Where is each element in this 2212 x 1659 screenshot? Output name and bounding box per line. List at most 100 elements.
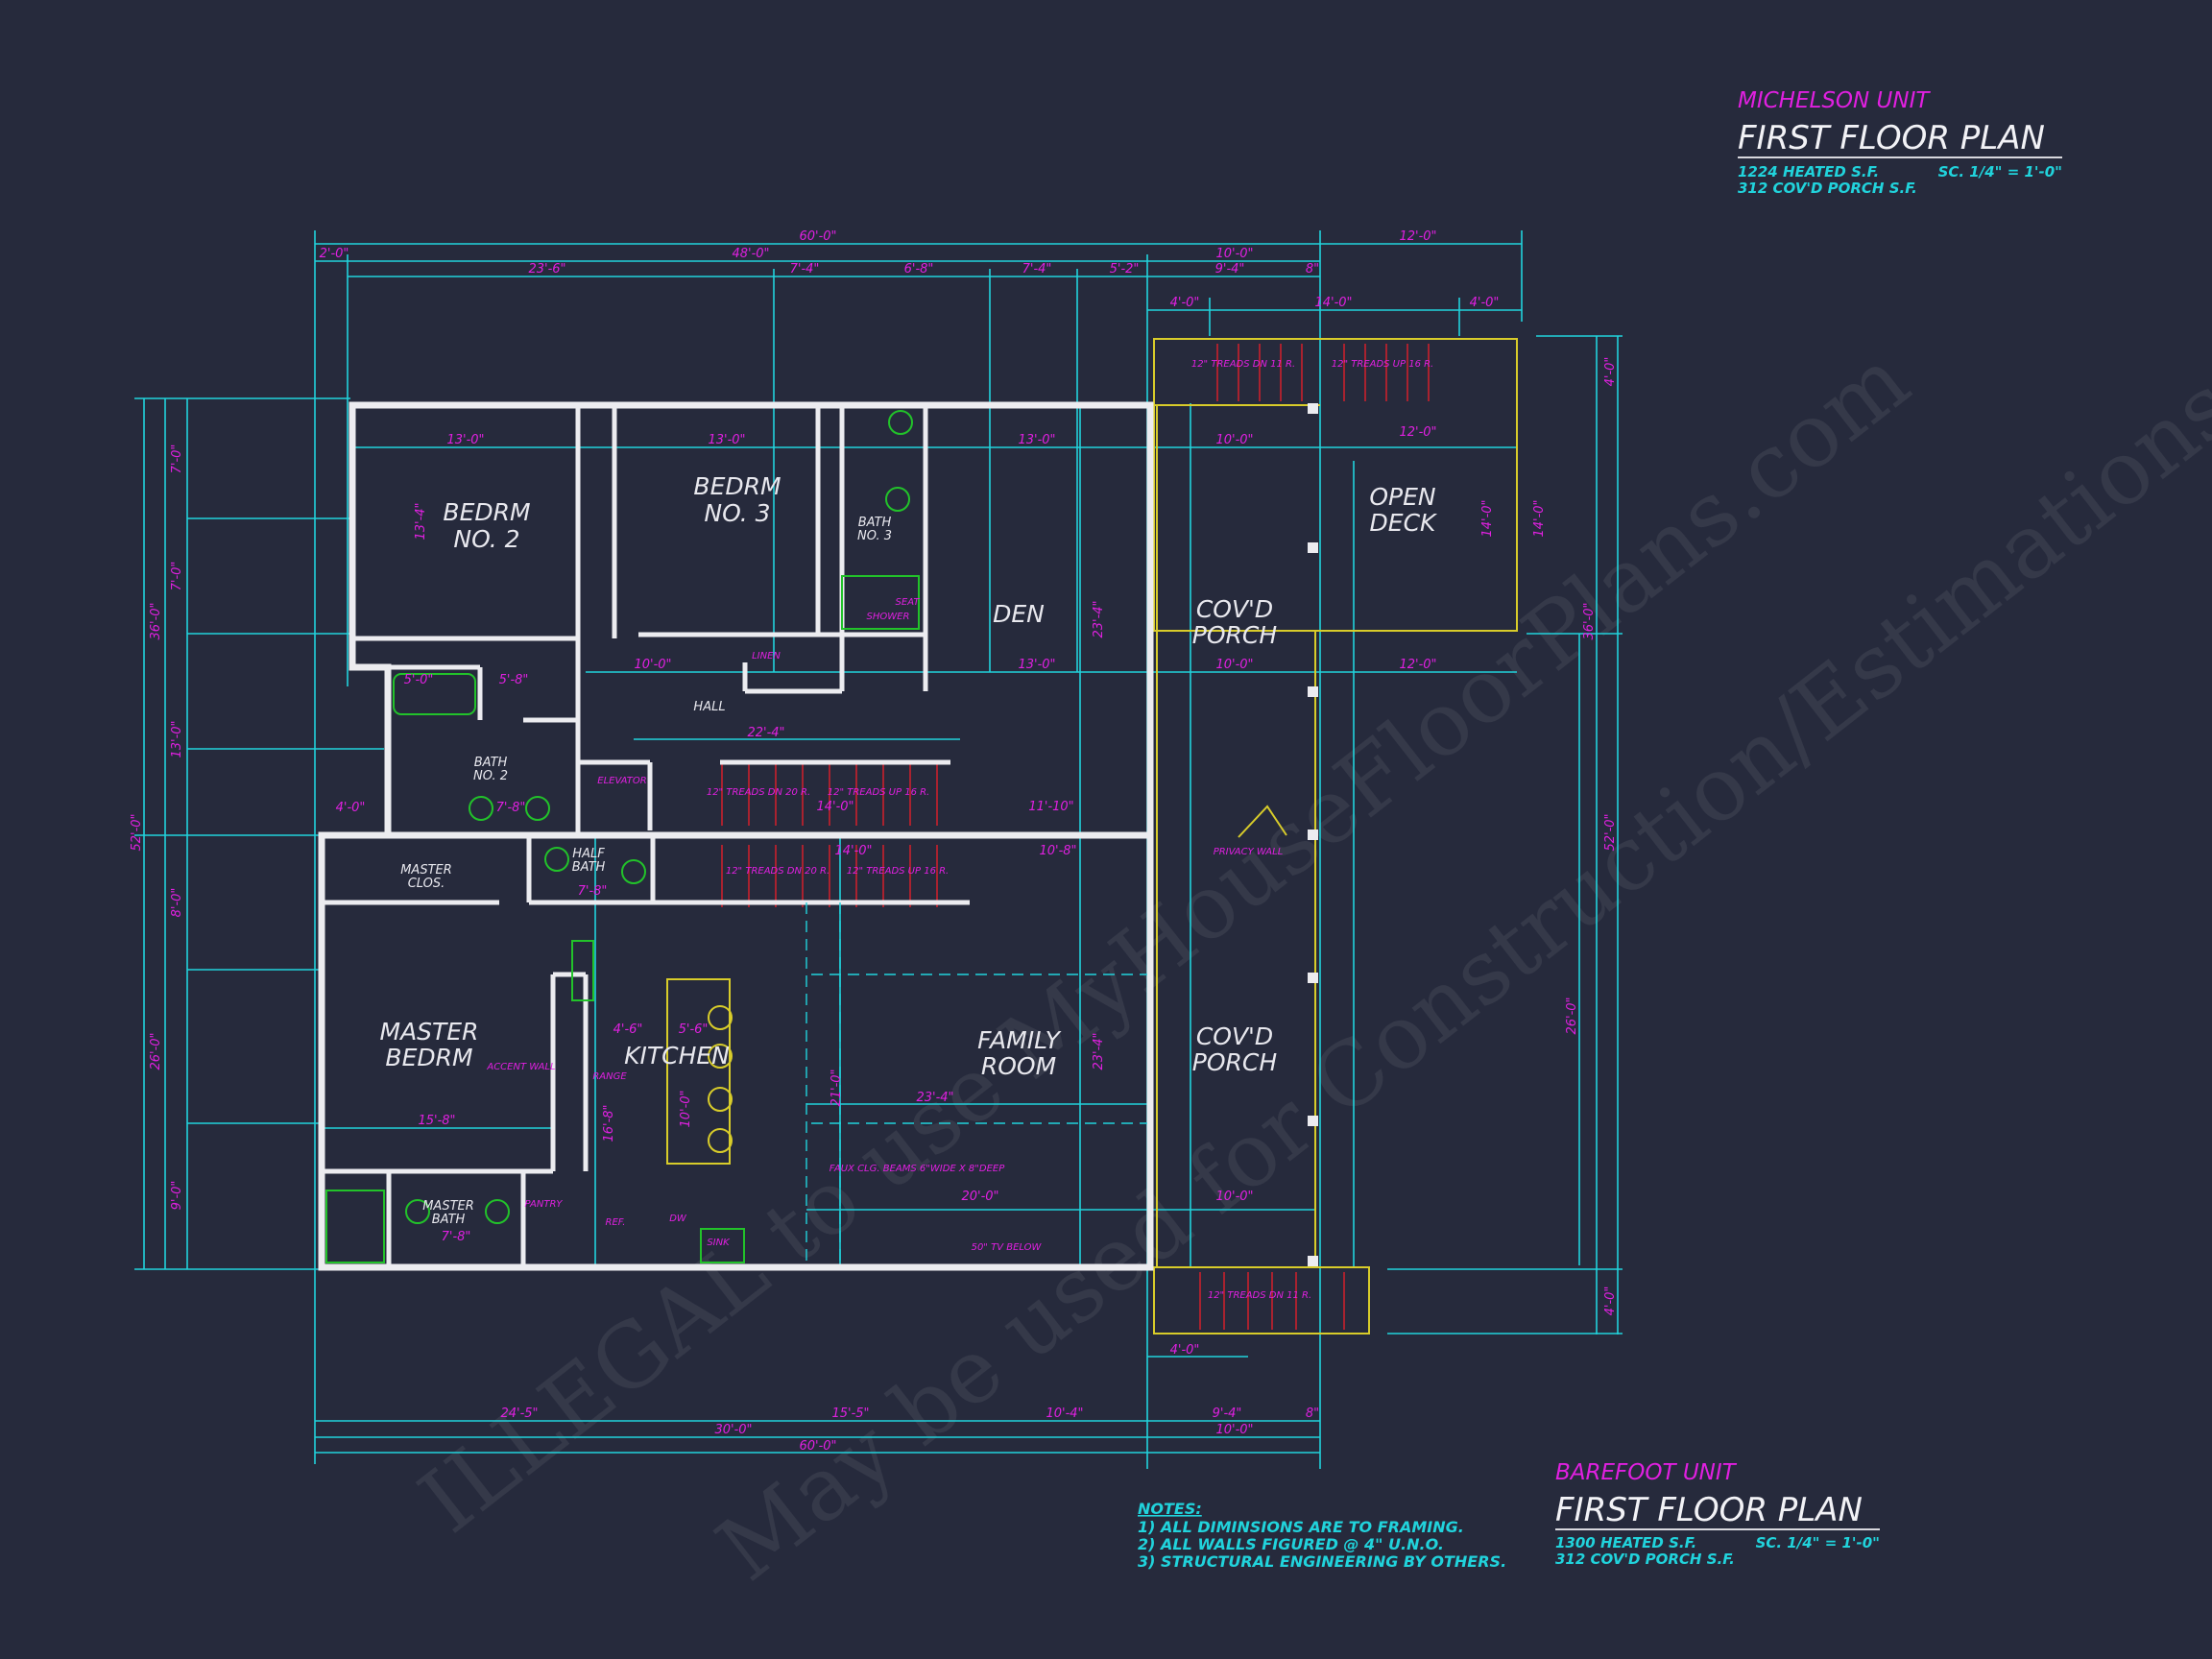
room-porch-upper: COV'D — [1196, 595, 1273, 623]
dim-label: 26'-0" — [1565, 997, 1579, 1034]
dim-label: 9'-0" — [170, 1181, 184, 1211]
room-family-room: FAMILY — [977, 1026, 1061, 1054]
dim-label: 7'-4" — [790, 262, 820, 276]
tread-label: 12" TREADS UP 16 R. — [828, 787, 930, 798]
dim-label: 9'-4" — [1213, 1407, 1242, 1421]
scale: SC. 1/4" = 1'-0" — [1938, 163, 2062, 180]
dim-label: 2'-0" — [320, 247, 349, 261]
note-item: 3) STRUCTURAL ENGINEERING BY OTHERS. — [1138, 1552, 1506, 1571]
dim-label: 12'-0" — [1399, 425, 1436, 440]
room-bedrm-2: BEDRM — [443, 498, 530, 526]
dim-label: 6'-8" — [904, 262, 934, 276]
dim-label: 10'-0" — [1215, 247, 1253, 261]
room-half-bath-sub: BATH — [572, 860, 606, 875]
dim-label: 14'-0" — [834, 844, 872, 858]
michelson-title-block: MICHELSON UNIT FIRST FLOOR PLAN 1224 HEA… — [1738, 88, 2062, 197]
dim-label: 13'-4" — [414, 502, 428, 540]
dim-label: 10'-0" — [1215, 433, 1253, 447]
label-privacy-wall: PRIVACY WALL — [1214, 847, 1284, 857]
dim-label: 24'-5" — [500, 1407, 538, 1421]
porch-sf: 312 COV'D PORCH S.F. — [1738, 180, 1917, 197]
dim-label: 10'-0" — [1215, 1190, 1253, 1204]
dim-label: 10'-0" — [1215, 1423, 1253, 1437]
dim-label: 36'-0" — [149, 602, 163, 639]
dim-label: 5'-0" — [404, 673, 434, 687]
room-bath-2-sub: NO. 2 — [473, 769, 508, 783]
room-den: DEN — [993, 600, 1045, 628]
dim-label: 4'-0" — [1603, 357, 1618, 387]
room-bedrm-2-sub: NO. 2 — [453, 525, 519, 553]
dim-label: 4'-6" — [613, 1022, 643, 1037]
porch-sf: 312 COV'D PORCH S.F. — [1555, 1551, 1735, 1568]
dim-label: 11'-10" — [1028, 800, 1073, 814]
dim-label: 8" — [1306, 1407, 1319, 1421]
room-master-clos-sub: CLOS. — [408, 877, 445, 891]
dim-label: 16'-8" — [602, 1104, 616, 1142]
dim-label: 52'-0" — [1603, 813, 1618, 851]
dim-label: 23'-4" — [916, 1091, 953, 1105]
room-pantry: PANTRY — [524, 1199, 563, 1210]
dim-label: 15'-8" — [418, 1114, 455, 1128]
dim-label: 10'-4" — [1046, 1407, 1083, 1421]
room-bath-3-sub: NO. 3 — [857, 529, 892, 543]
dim-label: 30'-0" — [714, 1423, 752, 1437]
dim-label: 4'-0" — [1170, 1343, 1200, 1358]
room-porch-lower-sub: PORCH — [1192, 1048, 1278, 1076]
dim-label: 15'-5" — [831, 1407, 869, 1421]
note-item: 2) ALL WALLS FIGURED @ 4" U.N.O. — [1138, 1535, 1444, 1553]
dim-label: 20'-0" — [961, 1190, 998, 1204]
dim-label: 4'-0" — [1470, 296, 1500, 310]
tread-label: 12" TREADS DN 11 R. — [1208, 1290, 1311, 1301]
tread-label: 12" TREADS DN 20 R. — [707, 787, 810, 798]
tread-label: 12" TREADS UP 16 R. — [847, 866, 950, 877]
dim-label: 13'-0" — [1018, 658, 1055, 672]
room-porch-upper-sub: PORCH — [1192, 621, 1278, 649]
barefoot-title-block: BAREFOOT UNIT FIRST FLOOR PLAN 1300 HEAT… — [1555, 1460, 1880, 1568]
label-dw: DW — [669, 1214, 687, 1224]
walls — [318, 401, 1287, 1271]
room-porch-lower: COV'D — [1196, 1022, 1273, 1050]
dim-label: 10'-0" — [679, 1090, 693, 1127]
stair-labels: 12" TREADS DN 11 R. 12" TREADS UP 16 R. … — [707, 359, 1433, 1301]
dim-label: 8'-0" — [170, 888, 184, 918]
dim-label: 14'-0" — [1532, 499, 1547, 537]
note-item: 1) ALL DIMINSIONS ARE TO FRAMING. — [1138, 1518, 1464, 1536]
room-master-bath: MASTER — [422, 1199, 474, 1214]
label-tv: 50" TV BELOW — [972, 1242, 1043, 1253]
room-bedrm-3-sub: NO. 3 — [704, 499, 770, 527]
room-master-bath-sub: BATH — [432, 1213, 466, 1227]
plan-title: FIRST FLOOR PLAN — [1555, 1491, 1863, 1529]
tread-label: 12" TREADS DN 20 R. — [726, 866, 830, 877]
room-labels: BEDRM NO. 2 BEDRM NO. 3 DEN COV'D PORCH … — [380, 472, 1439, 1253]
tread-label: 12" TREADS UP 16 R. — [1332, 359, 1434, 370]
tread-label: 12" TREADS DN 11 R. — [1191, 359, 1295, 370]
dim-label: 4'-0" — [1170, 296, 1200, 310]
notes: NOTES: 1) ALL DIMINSIONS ARE TO FRAMING.… — [1138, 1500, 1506, 1571]
dim-label: 14'-0" — [1314, 296, 1352, 310]
dim-label: 26'-0" — [149, 1032, 163, 1070]
dim-label: 7'-8" — [442, 1230, 471, 1244]
room-kitchen: KITCHEN — [624, 1042, 730, 1070]
dimensions-rooms: 13'-0" 13'-0" 13'-0" 10'-0" 12'-0" 13'-0… — [336, 425, 1547, 1244]
scale: SC. 1/4" = 1'-0" — [1756, 1534, 1880, 1551]
dimensions-top: 60'-0" 2'-0" 48'-0" 23'-6" 7'-4" 6'-8" 7… — [320, 229, 1500, 310]
dim-label: 14'-0" — [1480, 499, 1495, 537]
heated-sf: 1224 HEATED S.F. — [1738, 163, 1879, 180]
dim-label: 8" — [1306, 262, 1319, 276]
dim-label: 23'-4" — [1092, 600, 1106, 637]
dim-label: 13'-0" — [446, 433, 484, 447]
label-shower: SHOWER — [867, 612, 910, 622]
room-master-bedrm: MASTER — [380, 1018, 479, 1046]
watermark-line-1: ILLEGAL to use MyHouseFloorPlans.com — [401, 328, 1928, 1552]
label-sink: SINK — [707, 1238, 731, 1248]
label-ref: REF. — [606, 1217, 626, 1228]
dim-label: 4'-0" — [336, 801, 366, 815]
label-range: RANGE — [592, 1071, 627, 1082]
dim-label: 10'-8" — [1039, 844, 1076, 858]
dim-label: 48'-0" — [732, 247, 769, 261]
room-bedrm-3: BEDRM — [693, 472, 781, 500]
dim-label: 7'-0" — [170, 562, 184, 591]
dimensions-side: 36'-0" 52'-0" 26'-0" 36'-0" 52'-0" 26'-0… — [130, 357, 1618, 1316]
dim-label: 36'-0" — [1582, 602, 1597, 639]
